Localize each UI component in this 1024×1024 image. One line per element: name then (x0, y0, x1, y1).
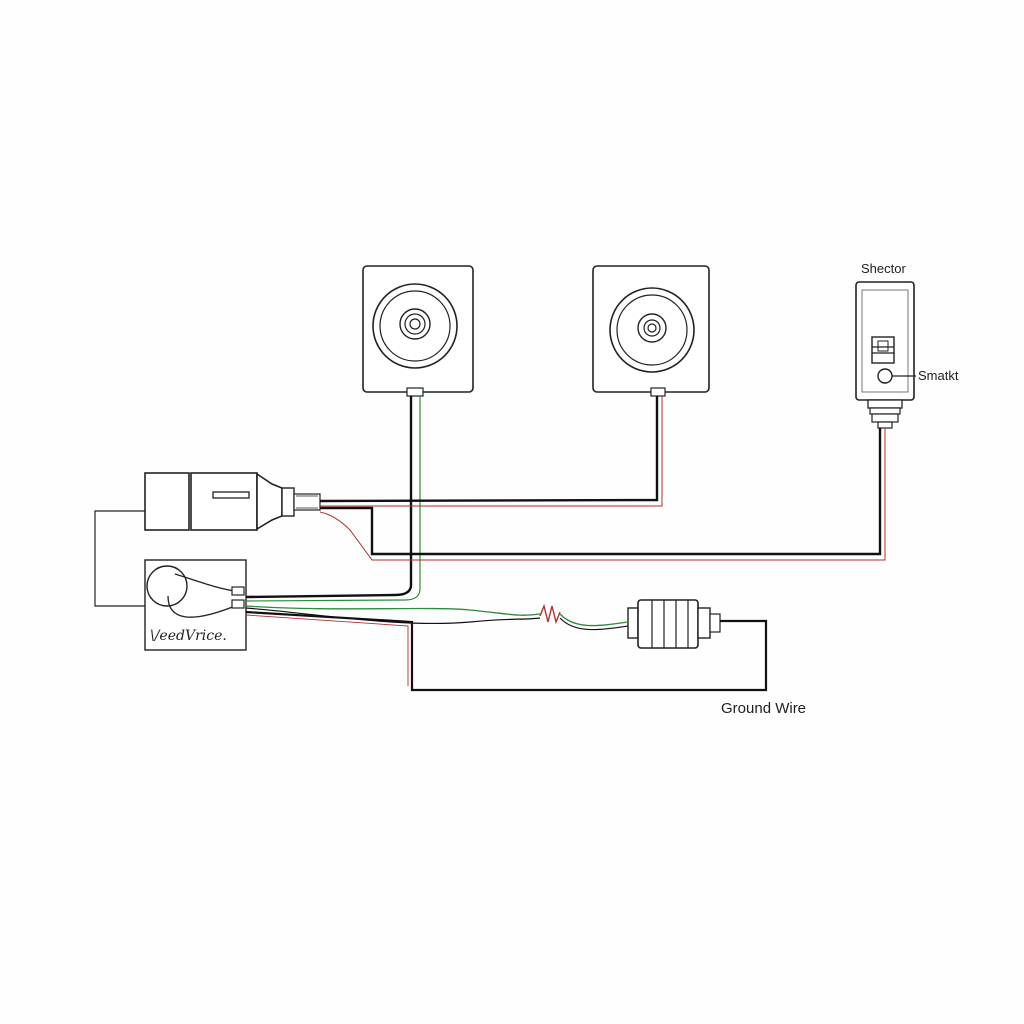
bracket-wire (94, 510, 145, 607)
switch-side-label: Smatkt (918, 368, 959, 383)
inline-connector (627, 599, 721, 649)
wires (245, 396, 886, 692)
speaker-right (592, 265, 710, 397)
relay-box (144, 559, 247, 651)
plug-connector (144, 472, 321, 531)
device-box-label: \/eedVrice. (150, 628, 227, 644)
switch-top-label: Shector (861, 261, 906, 276)
speaker-left (362, 265, 474, 397)
ground-wire-label: Ground Wire (721, 700, 806, 717)
toggle-switch (855, 281, 916, 429)
